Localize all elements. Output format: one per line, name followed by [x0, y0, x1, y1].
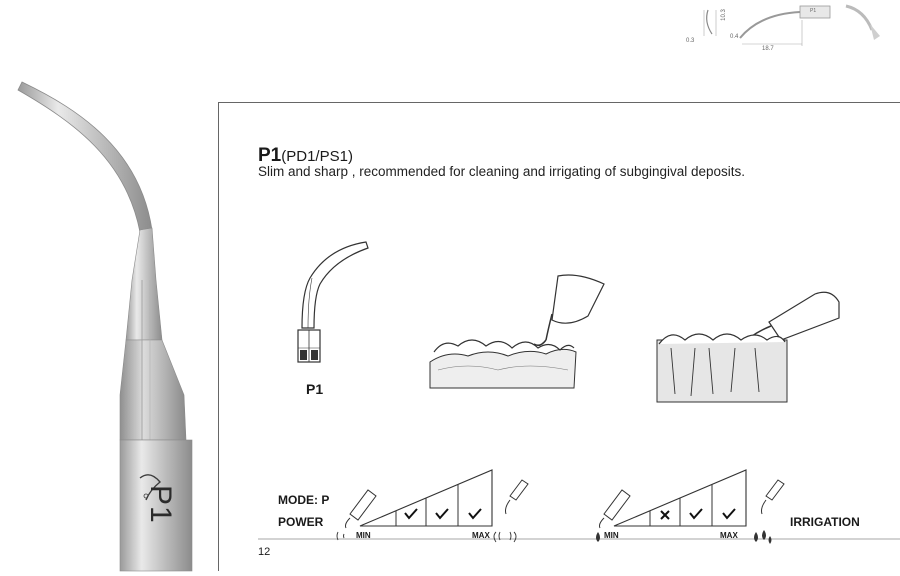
- power-min-label: MIN: [356, 531, 371, 540]
- irrigation-label: IRRIGATION: [790, 515, 860, 529]
- low-vibration-icon: [336, 531, 345, 541]
- irrigation-level-3-check-icon: [722, 508, 736, 520]
- power-level-3-check-icon: [468, 508, 482, 520]
- high-water-drops-icon: [754, 530, 772, 544]
- engraved-model-text: P1: [144, 485, 177, 524]
- dim-length: 18.7: [762, 46, 774, 52]
- page-frame: [218, 102, 900, 571]
- dim-thickness: 0.3: [686, 38, 695, 44]
- technical-drawing-strip: 0.3 10.3 0.4 18.7 P1: [650, 0, 900, 60]
- page-number: 12: [258, 546, 271, 558]
- high-vibration-icon: [493, 531, 517, 543]
- irrigation-max-label: MAX: [720, 531, 738, 540]
- tip-line-drawing: [297, 241, 369, 363]
- irrigation-level-1-cross-icon: [660, 510, 670, 520]
- engraved-model-mark: P1: [107, 485, 177, 525]
- tip-drawing-label: P1: [306, 381, 324, 397]
- irrigation-level-2-check-icon: [689, 508, 703, 520]
- page-title: P1(PD1/PS1): [258, 145, 353, 167]
- mode-label: MODE: P: [278, 493, 330, 507]
- power-level-2-check-icon: [435, 508, 449, 520]
- power-max-label: MAX: [472, 531, 490, 540]
- title-model: P1: [258, 145, 282, 166]
- teeth-cleaning-illustration: [429, 274, 605, 389]
- title-aliases: (PD1/PS1): [281, 148, 353, 165]
- shank-label: P1: [810, 8, 817, 14]
- dim-tip-width: 0.4: [730, 34, 739, 40]
- irrigation-min-label: MIN: [604, 531, 619, 540]
- tip-description: Slim and sharp , recommended for cleanin…: [258, 164, 746, 179]
- scaler-tip-illustration: [17, 81, 193, 572]
- subgingival-illustration: [656, 291, 840, 403]
- power-label: POWER: [278, 515, 324, 529]
- irrigation-level-ramp: [596, 469, 785, 544]
- low-water-drop-icon: [596, 532, 600, 542]
- power-level-1-check-icon: [404, 508, 418, 520]
- power-level-ramp: [336, 469, 529, 543]
- dim-height: 10.3: [720, 9, 727, 21]
- product-tip-image: [0, 0, 215, 572]
- tip-dimension-drawing: [703, 4, 880, 46]
